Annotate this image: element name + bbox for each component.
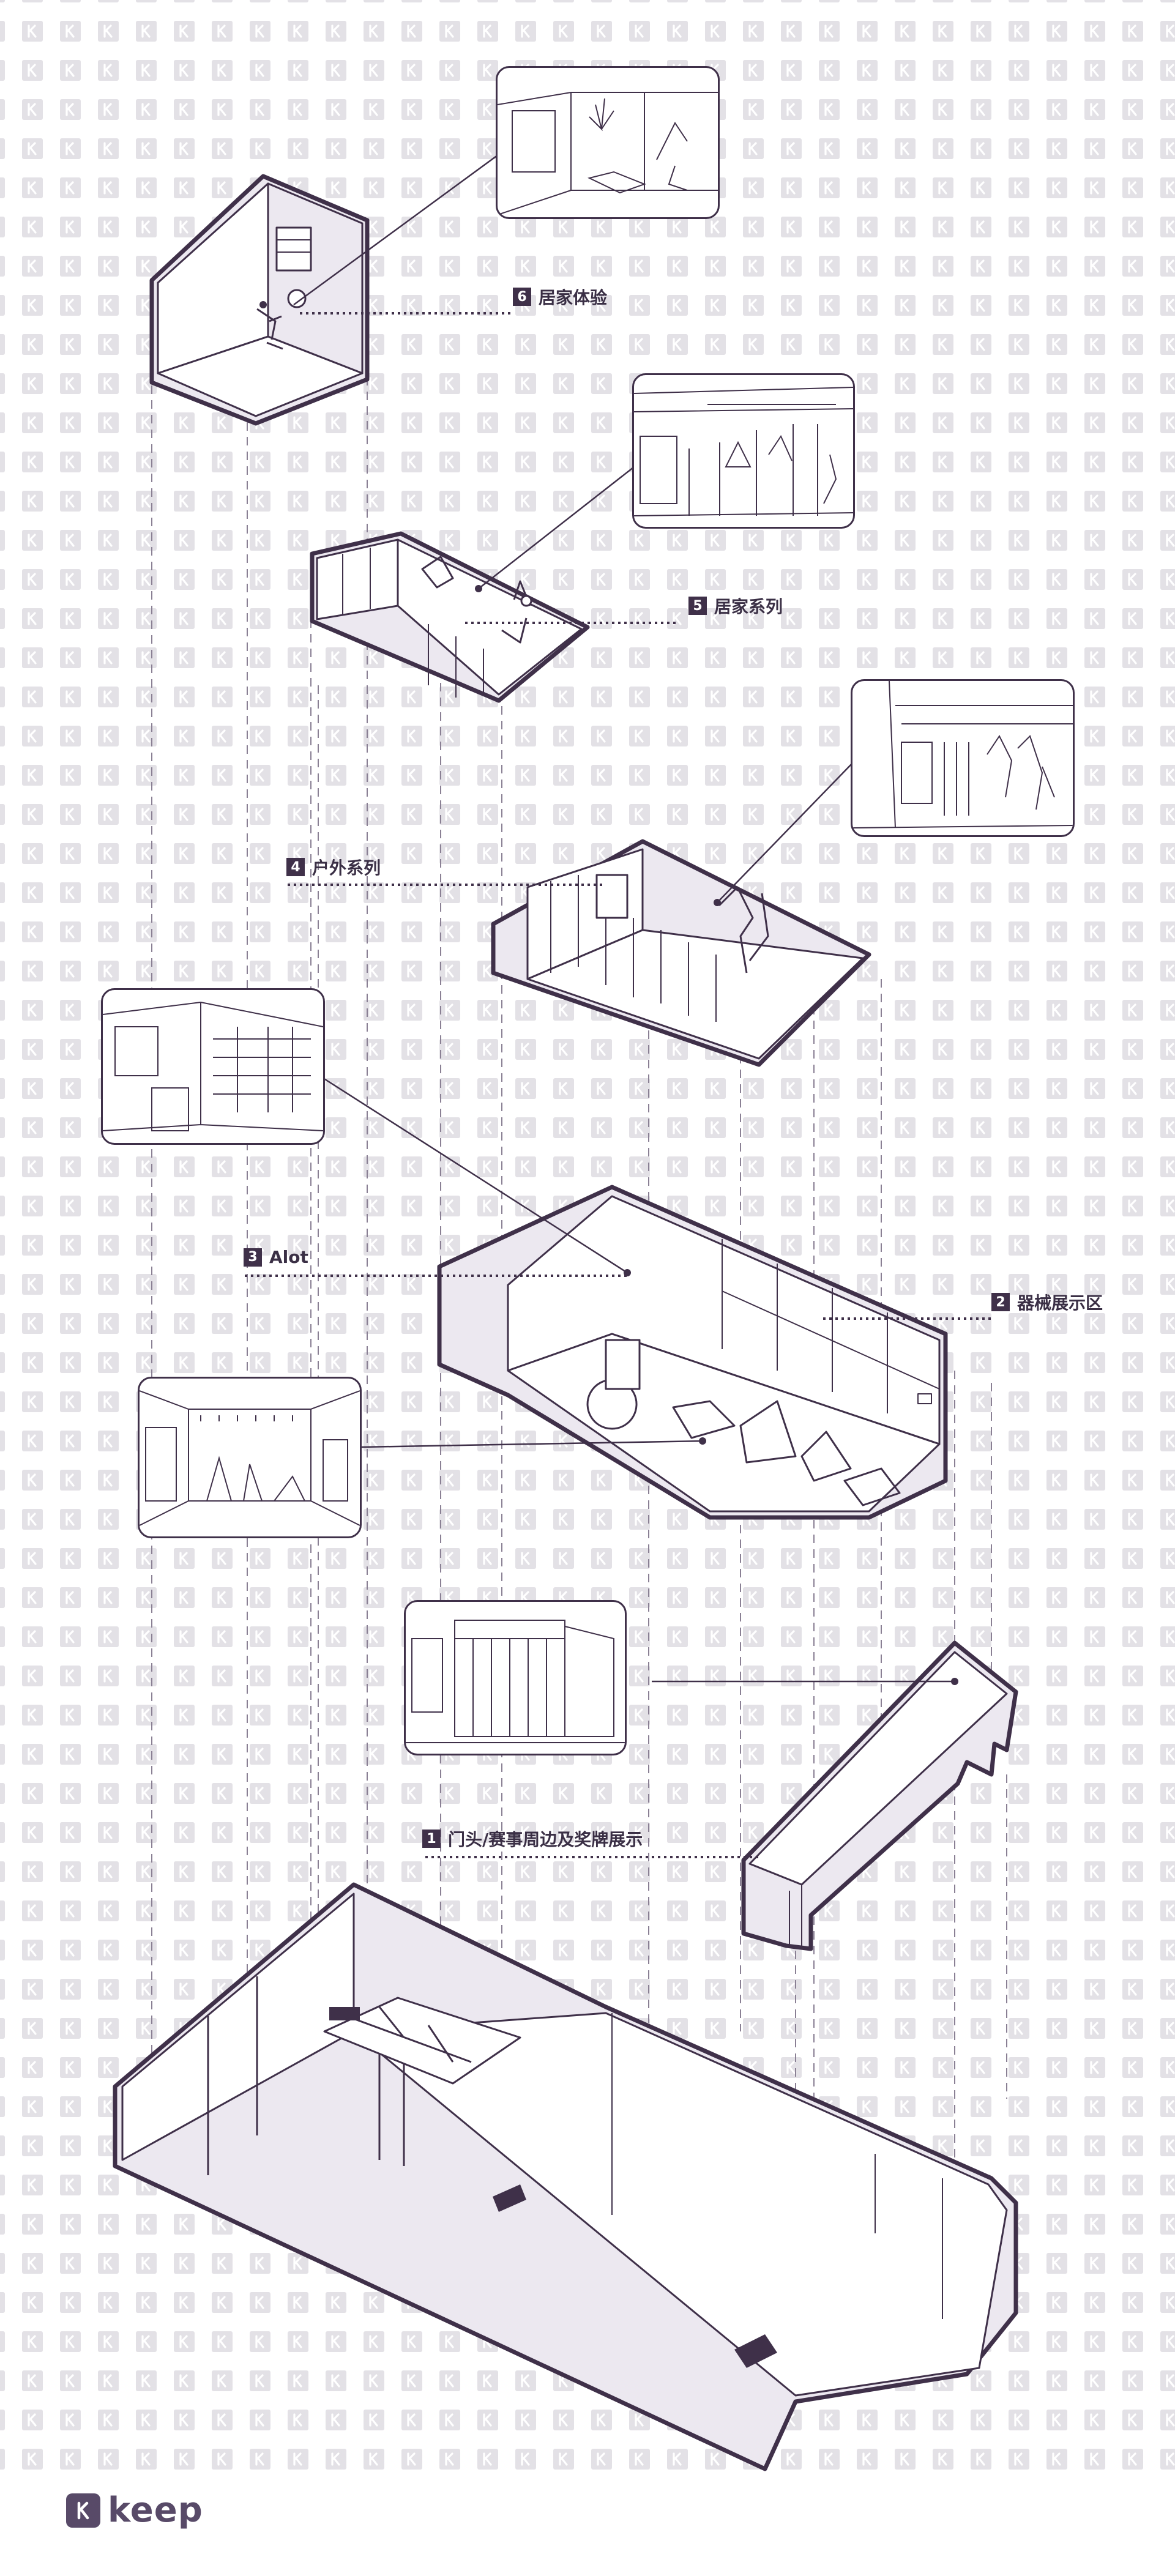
zone-label-3: 3 Alot xyxy=(244,1247,308,1267)
alot-photo xyxy=(101,988,325,1145)
equipment-zone-block xyxy=(437,1185,948,1520)
equipment-photo xyxy=(138,1377,362,1538)
entrance-facade-block xyxy=(741,1640,1018,1951)
keep-logo-text: keep xyxy=(108,2490,203,2530)
zone-label-1: 1 门头/赛事周边及奖牌展示 xyxy=(422,1826,643,1851)
leader-line-6 xyxy=(293,149,505,306)
zone-number-6: 6 xyxy=(513,288,531,306)
storefront-photo-icon xyxy=(406,1620,625,1743)
keep-logo: keep xyxy=(66,2490,203,2530)
zone-title-5: 居家系列 xyxy=(714,597,783,617)
zone-number-4: 4 xyxy=(286,858,305,876)
zone-number-2: 2 xyxy=(991,1293,1010,1311)
keep-logo-icon xyxy=(66,2493,100,2528)
zone-label-6: 6 居家体验 xyxy=(513,285,607,309)
zone-title-2: 器械展示区 xyxy=(1017,1293,1103,1313)
leader-line-5 xyxy=(478,464,637,589)
zone-number-5: 5 xyxy=(688,597,707,615)
leader-line-equipment xyxy=(360,1440,703,1448)
home-experience-photo xyxy=(496,66,720,219)
gym-photo-icon xyxy=(140,1390,360,1526)
zone-label-5: 5 居家系列 xyxy=(688,594,783,618)
ground-floor-block xyxy=(113,1882,1018,2471)
zone-title-3: Alot xyxy=(269,1247,308,1267)
shelf-photo-icon xyxy=(103,1001,323,1131)
store-photo-icon-2 xyxy=(852,681,1073,828)
zone-number-3: 3 xyxy=(244,1248,262,1267)
home-experience-block xyxy=(149,174,370,426)
zone-title-1: 门头/赛事周边及奖牌展示 xyxy=(448,1830,643,1850)
zone-title-4: 户外系列 xyxy=(312,858,381,878)
entrance-photo xyxy=(404,1600,627,1755)
home-series-photo xyxy=(632,373,855,529)
zone-number-1: 1 xyxy=(422,1830,441,1848)
zone-label-2: 2 器械展示区 xyxy=(991,1290,1103,1314)
leader-line-4 xyxy=(717,761,854,903)
zone-label-4: 4 户外系列 xyxy=(286,855,381,879)
zone-title-6: 居家体验 xyxy=(539,288,608,308)
outdoor-series-block xyxy=(491,839,871,1067)
leader-line-3 xyxy=(321,1076,628,1274)
home-series-block xyxy=(310,531,590,703)
store-photo-icon xyxy=(634,387,853,516)
room-photo-icon xyxy=(498,92,718,215)
outdoor-series-photo xyxy=(851,679,1075,837)
